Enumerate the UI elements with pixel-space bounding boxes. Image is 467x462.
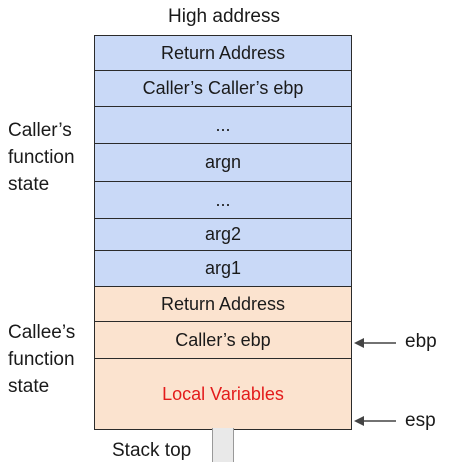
caller-label-line-1: Caller’s bbox=[8, 120, 72, 141]
caller-label-line-3: state bbox=[8, 174, 50, 195]
callee-label-line-1: Callee’s bbox=[8, 322, 76, 343]
callee-callers-ebp-cell: Caller’s ebp bbox=[94, 321, 352, 359]
caller-ellipsis-cell-1: ... bbox=[94, 106, 352, 144]
ebp-pointer-label: ebp bbox=[405, 331, 437, 352]
caller-ellipsis-cell-2: ... bbox=[94, 181, 352, 219]
caller-return-address-cell: Return Address bbox=[94, 35, 352, 71]
pointer-arrows bbox=[354, 338, 396, 426]
esp-arrow-icon bbox=[354, 416, 396, 426]
callee-function-state-label: Callee’s function state bbox=[8, 319, 75, 400]
caller-label-line-2: function bbox=[8, 147, 75, 168]
local-variables-cell: Local Variables bbox=[94, 358, 352, 430]
caller-callers-ebp-cell: Caller’s Caller’s ebp bbox=[94, 70, 352, 107]
stack-top-stub bbox=[212, 428, 234, 462]
esp-pointer-label: esp bbox=[405, 410, 436, 431]
caller-argn-cell: argn bbox=[94, 143, 352, 182]
callee-label-line-3: state bbox=[8, 376, 50, 397]
callee-return-address-cell: Return Address bbox=[94, 286, 352, 322]
caller-function-state-label: Caller’s function state bbox=[8, 117, 75, 198]
ebp-arrow-icon bbox=[354, 338, 396, 348]
high-address-label: High address bbox=[168, 6, 280, 27]
caller-arg1-cell: arg1 bbox=[94, 250, 352, 287]
caller-arg2-cell: arg2 bbox=[94, 218, 352, 251]
callee-label-line-2: function bbox=[8, 349, 75, 370]
stack-top-label: Stack top bbox=[112, 440, 192, 461]
